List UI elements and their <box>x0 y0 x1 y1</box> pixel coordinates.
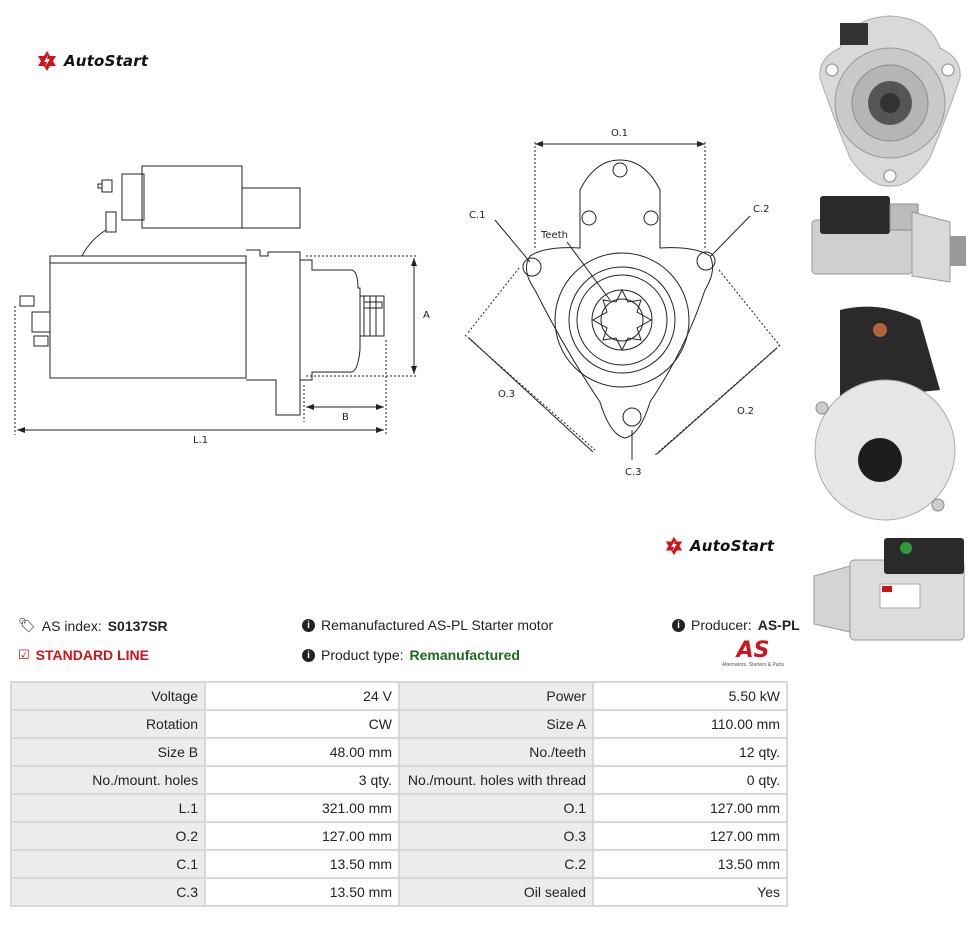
product-photo-front[interactable] <box>810 8 970 188</box>
check-square-icon: ☑ <box>18 647 30 662</box>
producer-logo-mark: AS <box>736 638 770 663</box>
product-photo-rear[interactable] <box>810 300 970 522</box>
spec-value: 3 qty. <box>206 767 398 793</box>
product-type: i Product type: Remanufactured <box>302 647 520 663</box>
spec-label: O.1 <box>399 795 593 821</box>
brand-logo-bottom: AutoStart <box>664 536 774 556</box>
spec-value: 13.50 mm <box>594 851 786 877</box>
product-photo-side[interactable] <box>810 192 970 292</box>
autostart-logo-icon <box>665 536 683 556</box>
spec-value: 24 V <box>206 683 398 709</box>
spec-value: 0 qty. <box>594 767 786 793</box>
spec-value: 13.50 mm <box>206 851 398 877</box>
spec-value: 13.50 mm <box>206 879 398 905</box>
dim-o1-label: O.1 <box>611 128 628 139</box>
spec-label: No./mount. holes with thread <box>399 767 593 793</box>
info-icon: i <box>302 648 315 662</box>
spec-label: Size B <box>12 739 205 765</box>
spec-label: Rotation <box>12 711 205 737</box>
as-index: 🏷 AS index: S0137SR <box>18 617 168 634</box>
spec-value: 12 qty. <box>594 739 786 765</box>
spec-label: O.2 <box>12 823 205 849</box>
product-type-value: Remanufactured <box>409 647 520 663</box>
producer-logo-tagline: Alternators, Starters & Parts <box>721 662 785 668</box>
dim-c2-label: C.2 <box>753 204 770 215</box>
dim-o3-label: O.3 <box>498 389 515 400</box>
producer-value: AS-PL <box>757 617 800 633</box>
starter-side-image <box>811 196 966 283</box>
line-label: STANDARD LINE <box>35 647 149 663</box>
starter-label-image <box>813 538 965 641</box>
dim-l1-label: L.1 <box>193 435 208 446</box>
product-description: i Remanufactured AS-PL Starter motor <box>302 617 553 633</box>
producer-logo: AS Alternators, Starters & Parts <box>716 638 790 669</box>
brand-name: AutoStart <box>690 537 775 555</box>
info-icon: i <box>672 618 685 632</box>
spec-label: No./teeth <box>399 739 593 765</box>
producer: i Producer: AS-PL <box>672 617 800 633</box>
as-index-value: S0137SR <box>107 617 168 634</box>
tag-icon: 🏷 <box>18 617 36 633</box>
spec-label: Voltage <box>12 683 205 709</box>
dim-c3-label: C.3 <box>625 467 642 478</box>
product-type-label: Product type: <box>321 647 404 663</box>
product-line: ☑ STANDARD LINE <box>18 647 149 663</box>
description-text: Remanufactured AS-PL Starter motor <box>321 617 554 633</box>
dim-o2-label: O.2 <box>737 406 754 417</box>
spec-label: O.3 <box>399 823 593 849</box>
spec-label: C.3 <box>12 879 205 905</box>
spec-label: C.1 <box>12 851 205 877</box>
spec-value: 127.00 mm <box>594 795 786 821</box>
as-index-label: AS index: <box>41 617 102 634</box>
spec-value: CW <box>206 711 398 737</box>
spec-value: 48.00 mm <box>206 739 398 765</box>
producer-label: Producer: <box>691 617 752 633</box>
spec-label: L.1 <box>12 795 205 821</box>
spec-value: Yes <box>594 879 786 905</box>
front-view-drawing: O.1 O.3 O.2 C.1 C.2 C.3 Teeth <box>464 128 781 478</box>
spec-value: 127.00 mm <box>206 823 398 849</box>
teeth-label: Teeth <box>540 230 568 241</box>
spec-label: Power <box>399 683 593 709</box>
autostart-logo-icon <box>38 51 56 71</box>
spec-value: 110.00 mm <box>594 711 786 737</box>
dim-b-label: B <box>342 412 349 423</box>
brand-logo-top: AutoStart <box>36 50 148 72</box>
product-photo-label-side[interactable] <box>810 536 970 648</box>
spec-label: Oil sealed <box>399 879 593 905</box>
spec-label: C.2 <box>399 851 593 877</box>
brand-name: AutoStart <box>64 52 149 70</box>
dim-a-label: A <box>423 310 430 321</box>
starter-front-image <box>819 15 961 187</box>
starter-rear-image <box>814 306 956 521</box>
spec-value: 5.50 kW <box>594 683 786 709</box>
spec-value: 321.00 mm <box>206 795 398 821</box>
side-view-drawing: A B L.1 <box>14 165 430 446</box>
spec-label: Size A <box>399 711 593 737</box>
spec-label: No./mount. holes <box>12 767 205 793</box>
info-icon: i <box>302 618 315 632</box>
dim-c1-label: C.1 <box>469 210 486 221</box>
spec-value: 127.00 mm <box>594 823 786 849</box>
